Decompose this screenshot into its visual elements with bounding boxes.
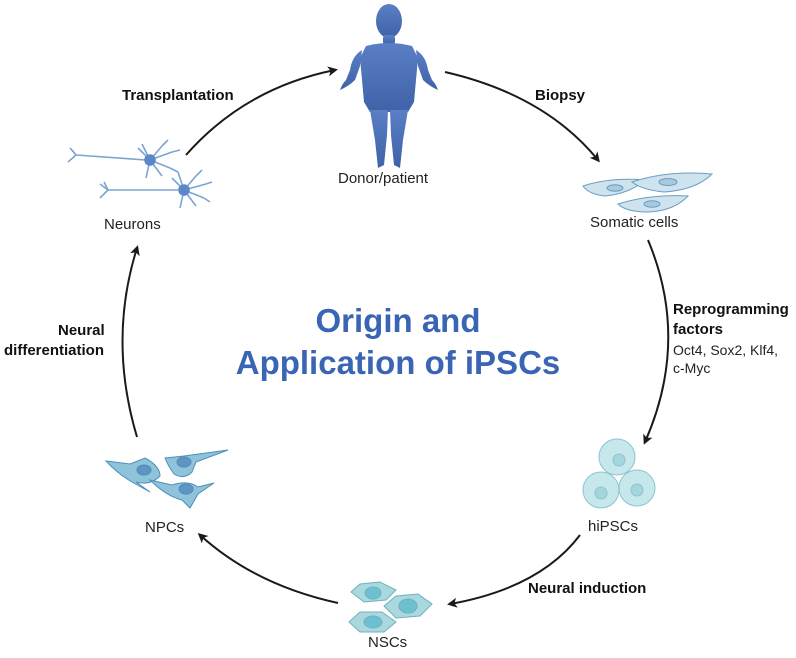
reprogramming-label-2: factors: [673, 321, 724, 338]
neural-differentiation-label-2: differentiation: [4, 342, 104, 359]
neurons-icon: [67, 139, 213, 209]
nscs-icon: [348, 581, 433, 633]
arrow-biopsy: [444, 71, 600, 163]
arrow-neural-induction: [447, 534, 581, 608]
npcs-icon: [104, 449, 229, 509]
factors-line-1: Oct4, Sox2, Klf4,: [673, 342, 779, 358]
arrow-reprogramming: [643, 239, 670, 445]
factors-line-2: c-Myc: [673, 360, 711, 376]
arrow-transplantation: [185, 66, 338, 156]
arrow-npcs: [197, 532, 339, 604]
biopsy-label: Biopsy: [535, 87, 586, 104]
neural-induction-label: Neural induction: [528, 580, 647, 597]
title-line-1: Origin and: [315, 302, 481, 339]
arrow-neural-differentiation: [121, 245, 140, 438]
title-line-2: Application of iPSCs: [235, 344, 561, 381]
donor-label: Donor/patient: [338, 170, 429, 187]
neurons-label: Neurons: [104, 216, 161, 233]
transplantation-label: Transplantation: [122, 87, 234, 104]
hipscs-icon: [582, 438, 656, 509]
neural-differentiation-label-1: Neural: [58, 322, 105, 339]
somatic-cells-label: Somatic cells: [590, 214, 679, 231]
somatic-cells-icon: [582, 172, 714, 213]
reprogramming-label-1: Reprogramming: [673, 301, 789, 318]
human-figure-icon: [340, 4, 438, 168]
npcs-label: NPCs: [145, 519, 185, 536]
hipscs-label: hiPSCs: [588, 518, 639, 535]
nscs-label: NSCs: [368, 634, 408, 651]
